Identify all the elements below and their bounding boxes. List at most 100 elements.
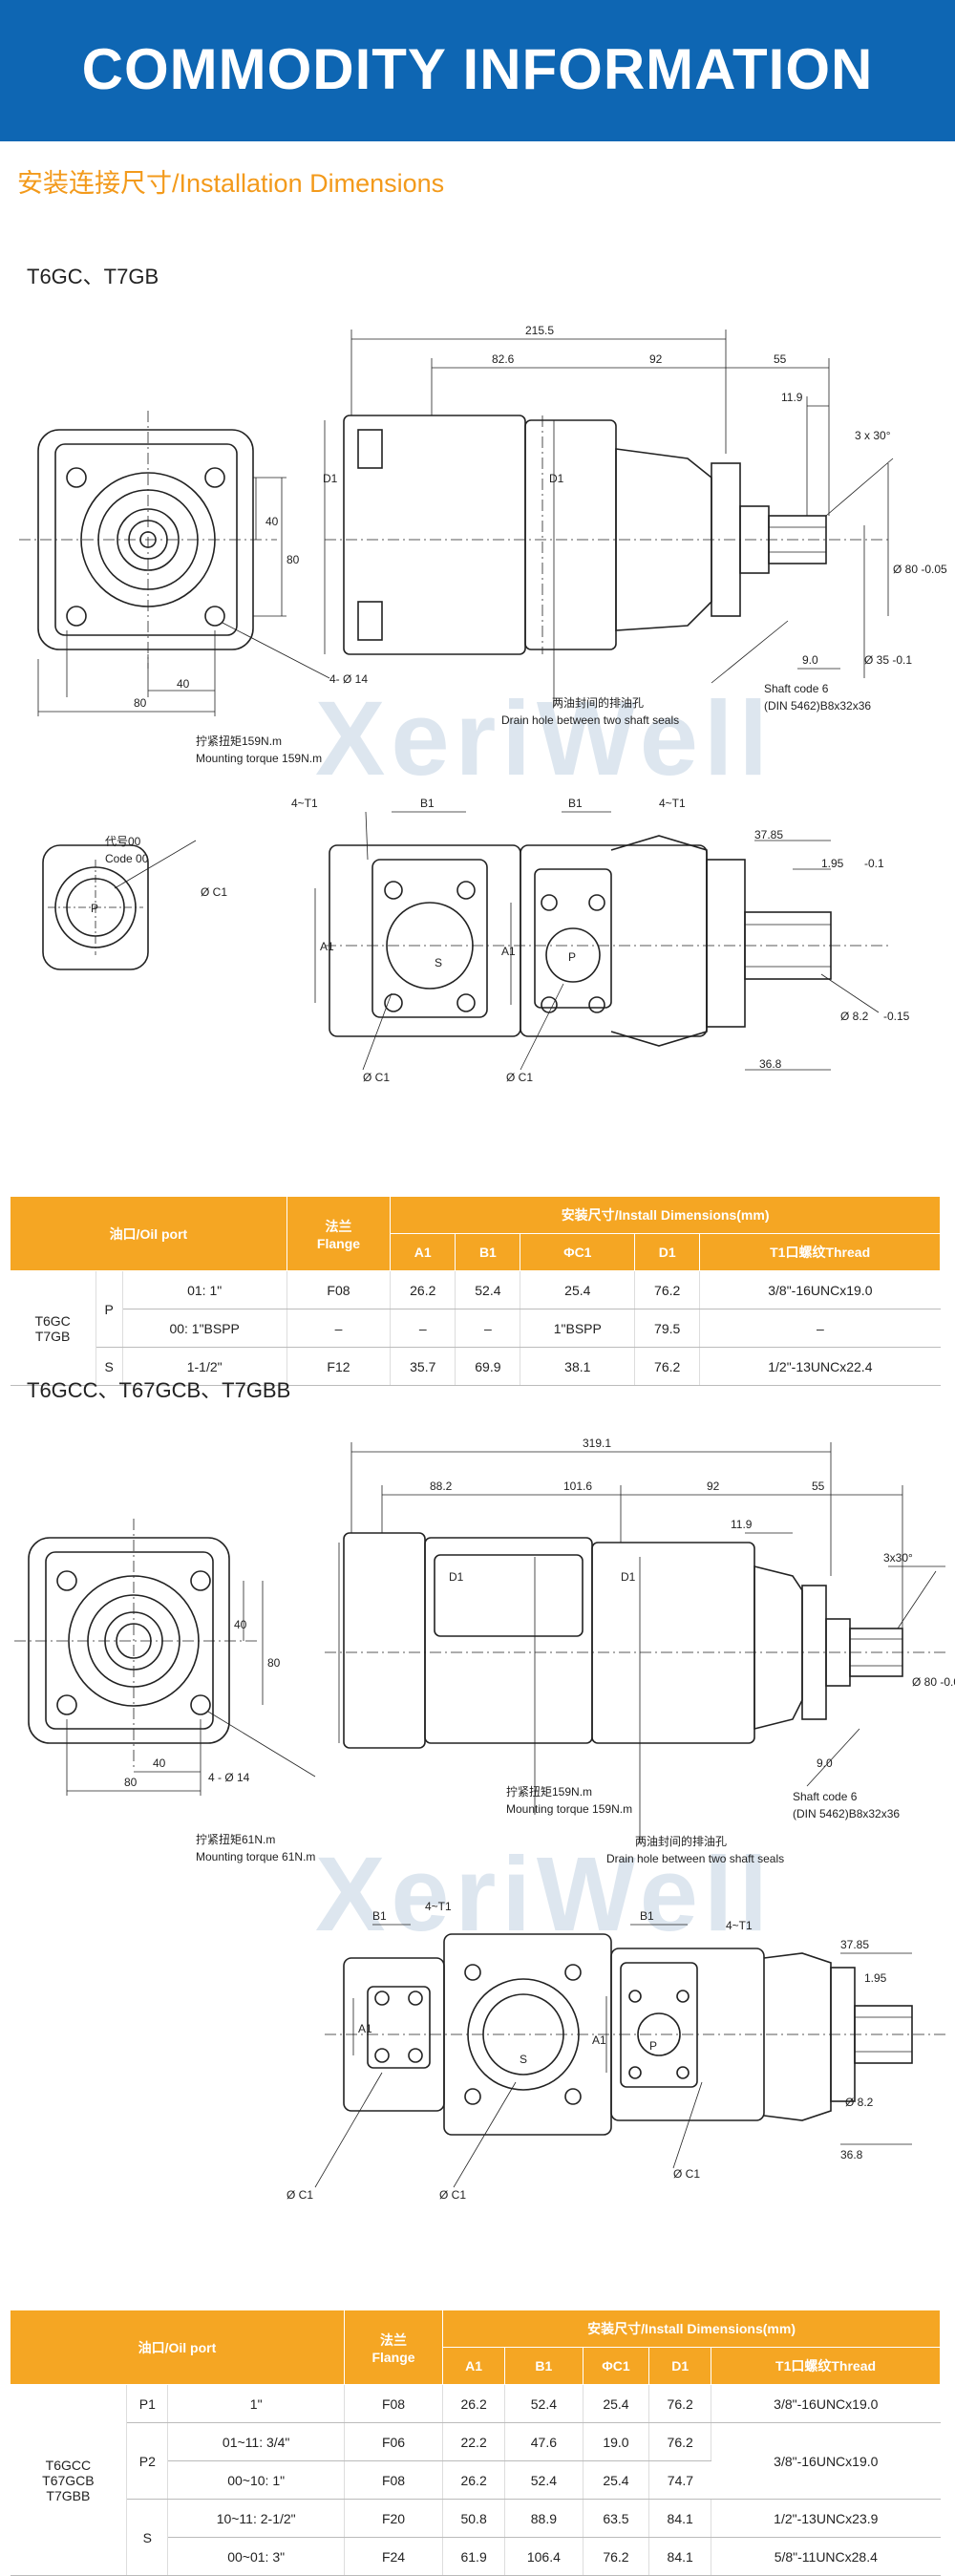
b1-cell: 69.9 bbox=[455, 1347, 521, 1386]
d1-label-3: D1 bbox=[449, 1570, 464, 1584]
p-label-2: P bbox=[649, 2039, 657, 2053]
tol-015: -0.15 bbox=[883, 1010, 910, 1023]
model-cell: T6GC T7GB bbox=[10, 1270, 96, 1386]
tol-01: -0.1 bbox=[864, 857, 884, 870]
dim2-c: 92 bbox=[707, 1480, 720, 1493]
flange-cell: F08 bbox=[286, 1270, 392, 1309]
code00-en: Code 00 bbox=[105, 852, 149, 865]
b1-right-2: B1 bbox=[640, 1909, 654, 1923]
banner-title: COMMODITY INFORMATION bbox=[81, 37, 874, 101]
t1-right-2: 4~T1 bbox=[726, 1919, 753, 1932]
t1-cell: 3/8"-16UNCx19.0 bbox=[711, 2384, 941, 2423]
d1-label: D1 bbox=[323, 472, 338, 485]
b1-cell: 47.6 bbox=[504, 2422, 584, 2461]
th2-flange-en: Flange bbox=[371, 2349, 415, 2365]
t1-left: 4~T1 bbox=[291, 797, 318, 810]
dim-368: 36.8 bbox=[759, 1057, 782, 1071]
th2-c1: ΦC1 bbox=[582, 2347, 650, 2385]
phi-c1-code: Ø C1 bbox=[201, 885, 227, 899]
watermark-brand: XeriWell bbox=[315, 680, 775, 798]
d1-cell: 76.2 bbox=[634, 1347, 701, 1386]
p-label-code: P bbox=[91, 902, 98, 915]
front-flange-view-2 bbox=[14, 1519, 316, 1796]
a1-left-2: A1 bbox=[358, 2022, 372, 2035]
code-cell: 1-1/2" bbox=[122, 1347, 287, 1386]
code00-cn: 代号00 bbox=[105, 835, 141, 848]
table-row: 00: 1"BSPP – – – 1"BSPP 79.5 – bbox=[11, 1309, 941, 1348]
phi-c1-b: Ø C1 bbox=[439, 2188, 466, 2202]
code-cell: 01~11: 3/4" bbox=[167, 2422, 345, 2461]
dim-80: 80 bbox=[286, 553, 300, 566]
t1-cell: 1/2"-13UNCx23.9 bbox=[711, 2499, 941, 2538]
phi-c1-right: Ø C1 bbox=[506, 1071, 533, 1084]
port-cell: P bbox=[96, 1270, 123, 1348]
th-oil-port: 油口/Oil port bbox=[10, 1196, 287, 1271]
flange-cell: F20 bbox=[344, 2499, 444, 2538]
th2-flange-cn: 法兰 bbox=[380, 2331, 408, 2348]
mount-torque1-en: Mounting torque 159N.m bbox=[506, 1802, 632, 1816]
a1-right-2: A1 bbox=[592, 2033, 606, 2047]
port-cell: P1 bbox=[126, 2384, 169, 2423]
front-flange-view bbox=[19, 411, 330, 716]
dim-40: 40 bbox=[265, 515, 279, 528]
th-flange-en: Flange bbox=[316, 1235, 361, 1251]
table-row: S 10~11: 2-1/2" F20 50.8 88.9 63.5 84.1 … bbox=[11, 2499, 941, 2576]
side-body-view bbox=[324, 330, 894, 707]
s-label: S bbox=[435, 956, 442, 969]
bottom-view-2 bbox=[314, 1924, 945, 2188]
t1-cell: 5/8"-11UNCx28.4 bbox=[711, 2537, 941, 2576]
b1-cell: – bbox=[455, 1309, 521, 1348]
phi-c1-c: Ø C1 bbox=[673, 2167, 700, 2181]
table-row: T6GCC T67GCB T7GBB P1 1" F08 26.2 52.4 2… bbox=[10, 2384, 941, 2576]
c1-cell: 25.4 bbox=[583, 2460, 650, 2500]
drain-en: Drain hole between two shaft seals bbox=[501, 713, 679, 727]
dim2-40-bottom: 40 bbox=[153, 1756, 166, 1770]
dim-c: 55 bbox=[774, 352, 787, 366]
dim2-3785: 37.85 bbox=[840, 1938, 869, 1951]
code00-port-view bbox=[42, 840, 197, 970]
table-row: T6GC T7GB P 01: 1" F08 26.2 52.4 25.4 76… bbox=[10, 1270, 941, 1386]
port-cell: S bbox=[126, 2499, 169, 2576]
shaft-std-2: (DIN 5462)B8x32x36 bbox=[793, 1807, 900, 1820]
drawing-1: 215.5 82.6 92 55 11.9 3 x 30° 40 80 40 8… bbox=[19, 324, 947, 1084]
dim-195: 1.95 bbox=[821, 857, 844, 870]
drain2-cn: 两油封间的排油孔 bbox=[635, 1834, 727, 1848]
a1-cell: – bbox=[390, 1309, 456, 1348]
d1-label-4: D1 bbox=[621, 1570, 636, 1584]
flange-cell: F24 bbox=[344, 2537, 444, 2576]
flange-cell: – bbox=[286, 1309, 392, 1348]
a1-cell: 26.2 bbox=[390, 1270, 456, 1309]
dim2-80: 80 bbox=[267, 1656, 281, 1670]
a1-cell: 50.8 bbox=[442, 2499, 506, 2538]
shaft-dia: Ø 80 -0.05 bbox=[893, 563, 947, 576]
t1-cell: 1/2"-13UNCx22.4 bbox=[699, 1347, 941, 1386]
dim-82: Ø 8.2 bbox=[840, 1010, 869, 1023]
th-install: 安装尺寸/Install Dimensions(mm) bbox=[390, 1196, 941, 1234]
dim2-368: 36.8 bbox=[840, 2148, 863, 2161]
d1-label-2: D1 bbox=[549, 472, 564, 485]
d1-cell: 79.5 bbox=[634, 1309, 701, 1348]
a1-cell: 26.2 bbox=[442, 2384, 506, 2423]
shaft-code-2: Shaft code 6 bbox=[793, 1790, 858, 1803]
d1-cell: 76.2 bbox=[648, 2422, 712, 2461]
dim2-9: 9.0 bbox=[817, 1756, 833, 1770]
dim-3785: 37.85 bbox=[754, 828, 783, 841]
mount-torque1-cn: 拧紧扭矩159N.m bbox=[506, 1785, 592, 1799]
a1-left: A1 bbox=[320, 940, 334, 953]
dim2-195: 1.95 bbox=[864, 1971, 887, 1985]
bottom-view bbox=[314, 811, 888, 1071]
dim2-e: 11.9 bbox=[731, 1518, 753, 1531]
mount-torque2-en: Mounting torque 61N.m bbox=[196, 1850, 315, 1863]
b1-cell: 52.4 bbox=[504, 2460, 584, 2500]
code-cell: 1" bbox=[167, 2384, 345, 2423]
code-cell: 10~11: 2-1/2" bbox=[167, 2499, 345, 2538]
port-cell: S bbox=[96, 1347, 123, 1386]
code-cell: 00~01: 3" bbox=[167, 2537, 345, 2576]
dim-overall-length: 215.5 bbox=[525, 324, 554, 337]
dim2-80-bottom: 80 bbox=[124, 1776, 138, 1789]
th2-oil-port: 油口/Oil port bbox=[10, 2310, 345, 2385]
dim2-82: Ø 8.2 bbox=[845, 2096, 874, 2109]
